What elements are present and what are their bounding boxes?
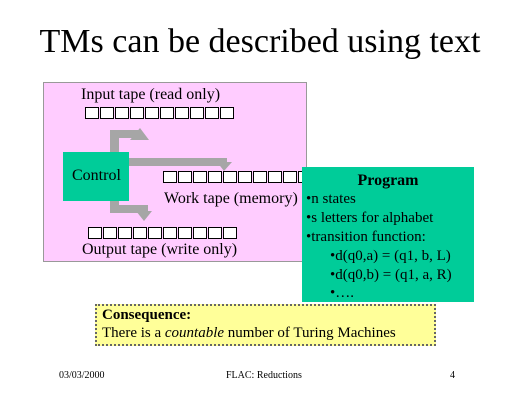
tape-cell: [190, 107, 204, 119]
input-arrow-shaft: [110, 130, 119, 153]
tape-cell: [160, 107, 174, 119]
consequence-text: There is a countable number of Turing Ma…: [102, 325, 396, 342]
input-arrow-head: [130, 128, 149, 140]
tape-cell: [193, 171, 207, 183]
tape-cell: [118, 227, 132, 239]
tape-cell: [268, 171, 282, 183]
tape-cell: [115, 107, 129, 119]
input-tape: [85, 107, 235, 119]
tape-cell: [133, 227, 147, 239]
consequence-emphasis: countable: [164, 325, 225, 341]
tape-cell: [220, 107, 234, 119]
tape-cell: [88, 227, 102, 239]
tape-cell: [85, 107, 99, 119]
work-arrow-head: [217, 162, 232, 171]
tape-cell: [253, 171, 267, 183]
tape-cell: [130, 107, 144, 119]
output-arrow-head: [136, 211, 152, 221]
tape-cell: [103, 227, 117, 239]
tape-cell: [223, 227, 237, 239]
consequence-text-after: number of Turing Machines: [224, 325, 396, 341]
program-box: [302, 167, 474, 302]
footer-date: 03/03/2000: [59, 370, 105, 381]
consequence-title: Consequence:: [102, 307, 192, 323]
slide-title: TMs can be described using text: [39, 23, 481, 60]
control-box: [63, 152, 129, 201]
program-line: •d(q0,b) = (q1, a, R): [330, 267, 452, 283]
work-arrow-bar: [129, 158, 227, 166]
tape-cell: [163, 171, 177, 183]
tape-cell: [100, 107, 114, 119]
input-tape-label: Input tape (read only): [81, 86, 221, 103]
control-label: Control: [72, 167, 121, 184]
footer-course: FLAC: Reductions: [226, 370, 302, 381]
output-tape-label: Output tape (write only): [82, 241, 238, 258]
output-arrow-bar: [110, 205, 148, 213]
footer-page-number: 4: [450, 370, 455, 381]
tape-cell: [208, 227, 222, 239]
program-line: •d(q0,a) = (q1, b, L): [330, 248, 451, 264]
consequence-box: [95, 304, 436, 346]
tape-cell: [238, 171, 252, 183]
tape-cell: [148, 227, 162, 239]
work-tape: [163, 171, 313, 183]
tape-cell: [175, 107, 189, 119]
output-tape: [88, 227, 238, 239]
tape-cell: [145, 107, 159, 119]
program-line: •s letters for alphabet: [306, 210, 434, 226]
tape-cell: [208, 171, 222, 183]
tape-cell: [205, 107, 219, 119]
program-line: •n states: [306, 191, 356, 207]
program-line: •transition function:: [306, 229, 426, 245]
input-arrow-bar: [110, 130, 140, 138]
tape-cell: [283, 171, 297, 183]
tape-cell: [193, 227, 207, 239]
tape-cell: [178, 227, 192, 239]
program-line: •….: [330, 285, 355, 301]
program-title: Program: [357, 172, 419, 189]
work-tape-label: Work tape (memory): [164, 190, 298, 207]
consequence-text-before: There is a: [102, 325, 165, 341]
tape-cell: [178, 171, 192, 183]
tape-cell: [163, 227, 177, 239]
tape-cell: [223, 171, 237, 183]
